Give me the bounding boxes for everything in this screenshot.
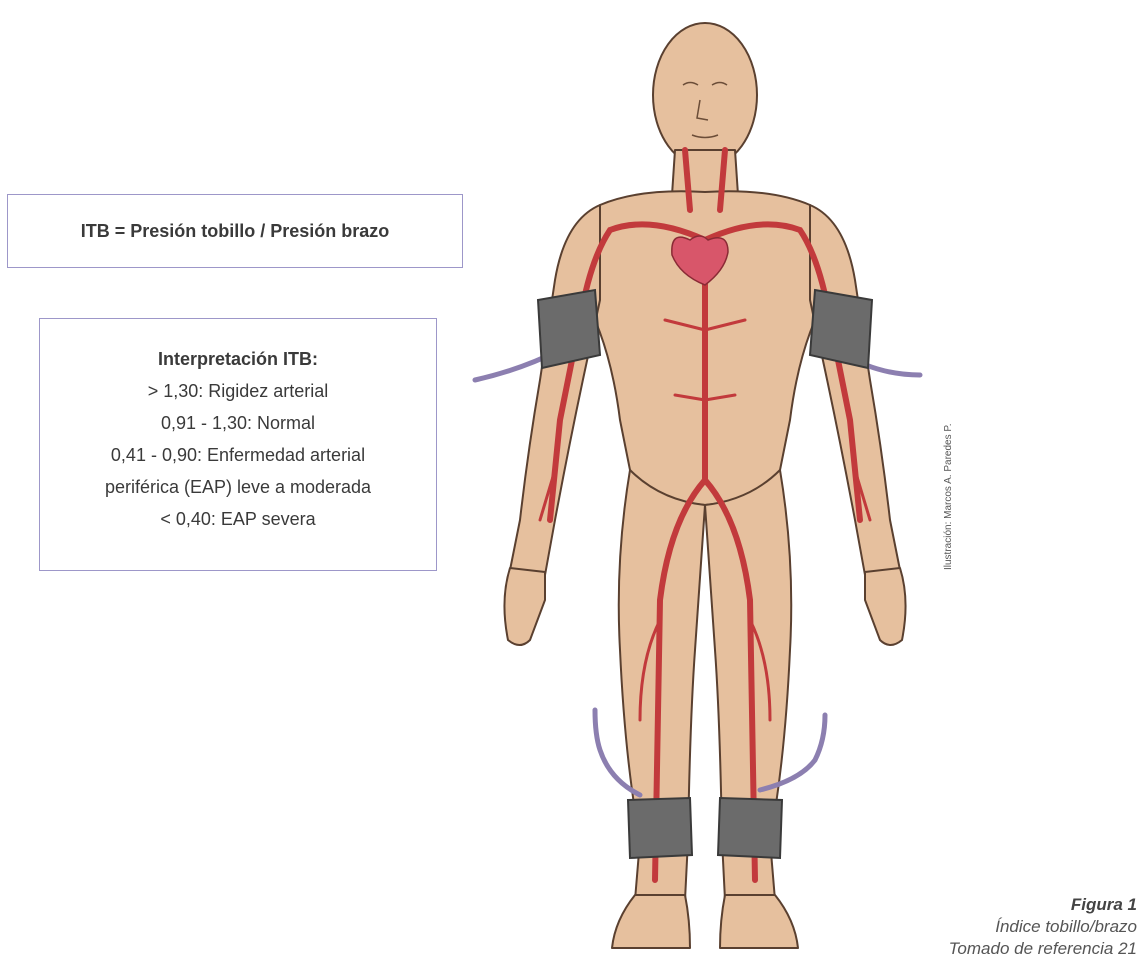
neck [672,150,738,195]
interpretation-title: Interpretación ITB: [40,343,436,375]
interpretation-line: < 0,40: EAP severa [40,503,436,535]
left-foot [612,895,690,948]
figure-number: Figura 1 [949,894,1137,916]
interpretation-line: 0,41 - 0,90: Enfermedad arterial [40,439,436,471]
left-hand [504,568,545,645]
head [653,23,757,167]
right-foot [720,895,798,948]
right-arm-cuff [810,290,872,368]
right-ankle-cuff [718,798,782,858]
figure-source: Tomado de referencia 21 [949,938,1137,960]
left-arm-cuff [538,290,600,368]
left-ankle-cuff [628,798,692,858]
formula-text: ITB = Presión tobillo / Presión brazo [81,221,390,242]
interpretation-line: periférica (EAP) leve a moderada [40,471,436,503]
interpretation-box: Interpretación ITB: > 1,30: Rigidez arte… [39,318,437,571]
illustration-credit: Ilustración: Marcos A. Paredes P. [943,423,954,570]
formula-box: ITB = Presión tobillo / Presión brazo [7,194,463,268]
right-hand [865,568,906,645]
right-arm [810,205,900,575]
interpretation-line: 0,91 - 1,30: Normal [40,407,436,439]
interpretation-line: > 1,30: Rigidez arterial [40,375,436,407]
figure-caption: Figura 1 Índice tobillo/brazo Tomado de … [949,894,1137,960]
left-arm [510,205,600,575]
figure-title: Índice tobillo/brazo [949,916,1137,938]
human-body-illustration [460,0,960,951]
body-silhouette [504,23,905,948]
